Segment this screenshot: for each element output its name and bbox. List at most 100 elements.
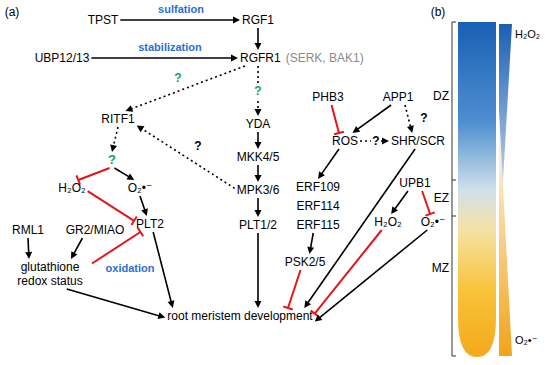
term-node: ROS <box>330 133 360 149</box>
arrowhead <box>407 125 414 133</box>
arrowhead <box>231 55 238 62</box>
activation-connector <box>352 105 391 133</box>
putative-connector <box>405 105 414 133</box>
edge-label: ? <box>419 112 428 125</box>
connector-line <box>142 129 235 189</box>
term-text: ERF109 <box>296 180 340 194</box>
inhibition-connector <box>283 270 300 310</box>
term-text: ERF114 <box>296 199 339 213</box>
term-node: O₂•⁻ <box>126 180 155 196</box>
activation-connector <box>67 289 165 319</box>
term-text: ? <box>108 152 116 167</box>
connector-line <box>257 132 259 143</box>
arrowhead <box>391 206 398 214</box>
root-shape <box>458 22 496 357</box>
activation-connector <box>255 165 262 182</box>
receptor-partners: (SERK, BAK1) <box>286 51 364 65</box>
arrowhead <box>110 144 117 152</box>
term-text: root meristem development <box>167 309 312 323</box>
connector-line <box>288 270 301 308</box>
connector-line <box>91 57 232 59</box>
activation-connector <box>91 55 238 62</box>
inhibition-connector <box>422 191 435 216</box>
arrowhead <box>125 105 133 112</box>
connector-line <box>257 28 259 44</box>
term-node: MKK4/5 <box>235 149 282 165</box>
edge-label: ? <box>371 135 380 148</box>
arrowhead <box>25 252 32 259</box>
term-text: RITF1 <box>101 112 134 126</box>
connector-line <box>78 168 109 180</box>
term-node: PSK2/5 <box>283 254 328 270</box>
edge-label: sulfation <box>157 3 205 16</box>
activation-connector <box>140 196 148 216</box>
connector-line <box>153 232 171 302</box>
activation-connector <box>25 238 32 259</box>
term-text: APP1 <box>383 90 414 104</box>
connector-line <box>311 233 314 248</box>
activation-connector <box>153 232 174 308</box>
edge-label: oxidation <box>105 262 156 275</box>
arrowhead <box>352 126 360 133</box>
zone-label: MZ <box>432 261 449 275</box>
term-node: ERF109 <box>294 179 342 195</box>
term-node: H₂O₂ <box>372 214 403 230</box>
connector-line <box>257 165 259 176</box>
inhibition-bar <box>334 132 344 135</box>
connector-line <box>422 191 430 214</box>
term-node: TPST <box>86 12 121 28</box>
arrowhead <box>255 109 262 116</box>
arrowhead <box>141 208 148 216</box>
arrowhead <box>71 251 77 259</box>
connector-line <box>131 66 245 109</box>
term-node: PLT2 <box>134 216 166 232</box>
term-node: APP1 <box>381 89 416 105</box>
arrowhead <box>382 138 389 145</box>
arrowhead <box>126 173 134 180</box>
term-node: SHR/SCR <box>389 133 447 149</box>
activation-connector <box>318 149 339 179</box>
activation-connector <box>254 28 261 50</box>
activation-connector <box>391 191 408 214</box>
connector-line <box>357 105 391 129</box>
arrowhead <box>158 312 166 319</box>
term-node: RITF1 <box>99 111 136 127</box>
term-text: UBP12/13 <box>35 51 90 65</box>
connector-line <box>315 230 382 314</box>
term-text: SHR/SCR <box>391 134 445 148</box>
term-text: PSK2/5 <box>285 255 326 269</box>
connector-line <box>74 238 83 254</box>
edge-label: stabilization <box>137 41 203 54</box>
connector-line <box>319 230 427 318</box>
zone-label: DZ <box>433 89 449 103</box>
inhibition-connector <box>311 230 382 317</box>
connector-line <box>321 149 339 174</box>
arrowhead <box>168 300 175 308</box>
term-node: RGFR1(SERK, BAK1) <box>238 50 366 66</box>
connector-line <box>332 105 339 133</box>
activation-connector <box>255 233 262 308</box>
arrowhead <box>315 314 323 321</box>
term-node: UPB1 <box>397 175 432 191</box>
term-node: H₂O₂ <box>56 180 87 196</box>
arrowhead <box>254 43 261 50</box>
connector-line <box>67 289 160 316</box>
term-text: RGF1 <box>242 13 274 27</box>
connector-line <box>120 19 234 21</box>
edge-label: ? <box>193 140 202 153</box>
connector-line <box>88 191 134 221</box>
gradient-label: H₂O₂ <box>515 27 540 41</box>
inhibition-connector <box>88 191 137 225</box>
term-node: YDA <box>244 116 273 132</box>
term-node: GR2/MIAO <box>64 222 127 238</box>
edge-label: ? <box>253 85 262 98</box>
putative-connector <box>110 127 118 152</box>
panel-letter: (b) <box>431 5 446 19</box>
term-node: RGF1 <box>240 12 276 28</box>
term-text: YDA <box>246 117 271 131</box>
arrowhead <box>255 175 262 182</box>
arrowhead <box>318 171 325 179</box>
arrowhead <box>233 17 240 24</box>
activation-connector <box>255 132 262 149</box>
connector-line <box>140 196 145 210</box>
